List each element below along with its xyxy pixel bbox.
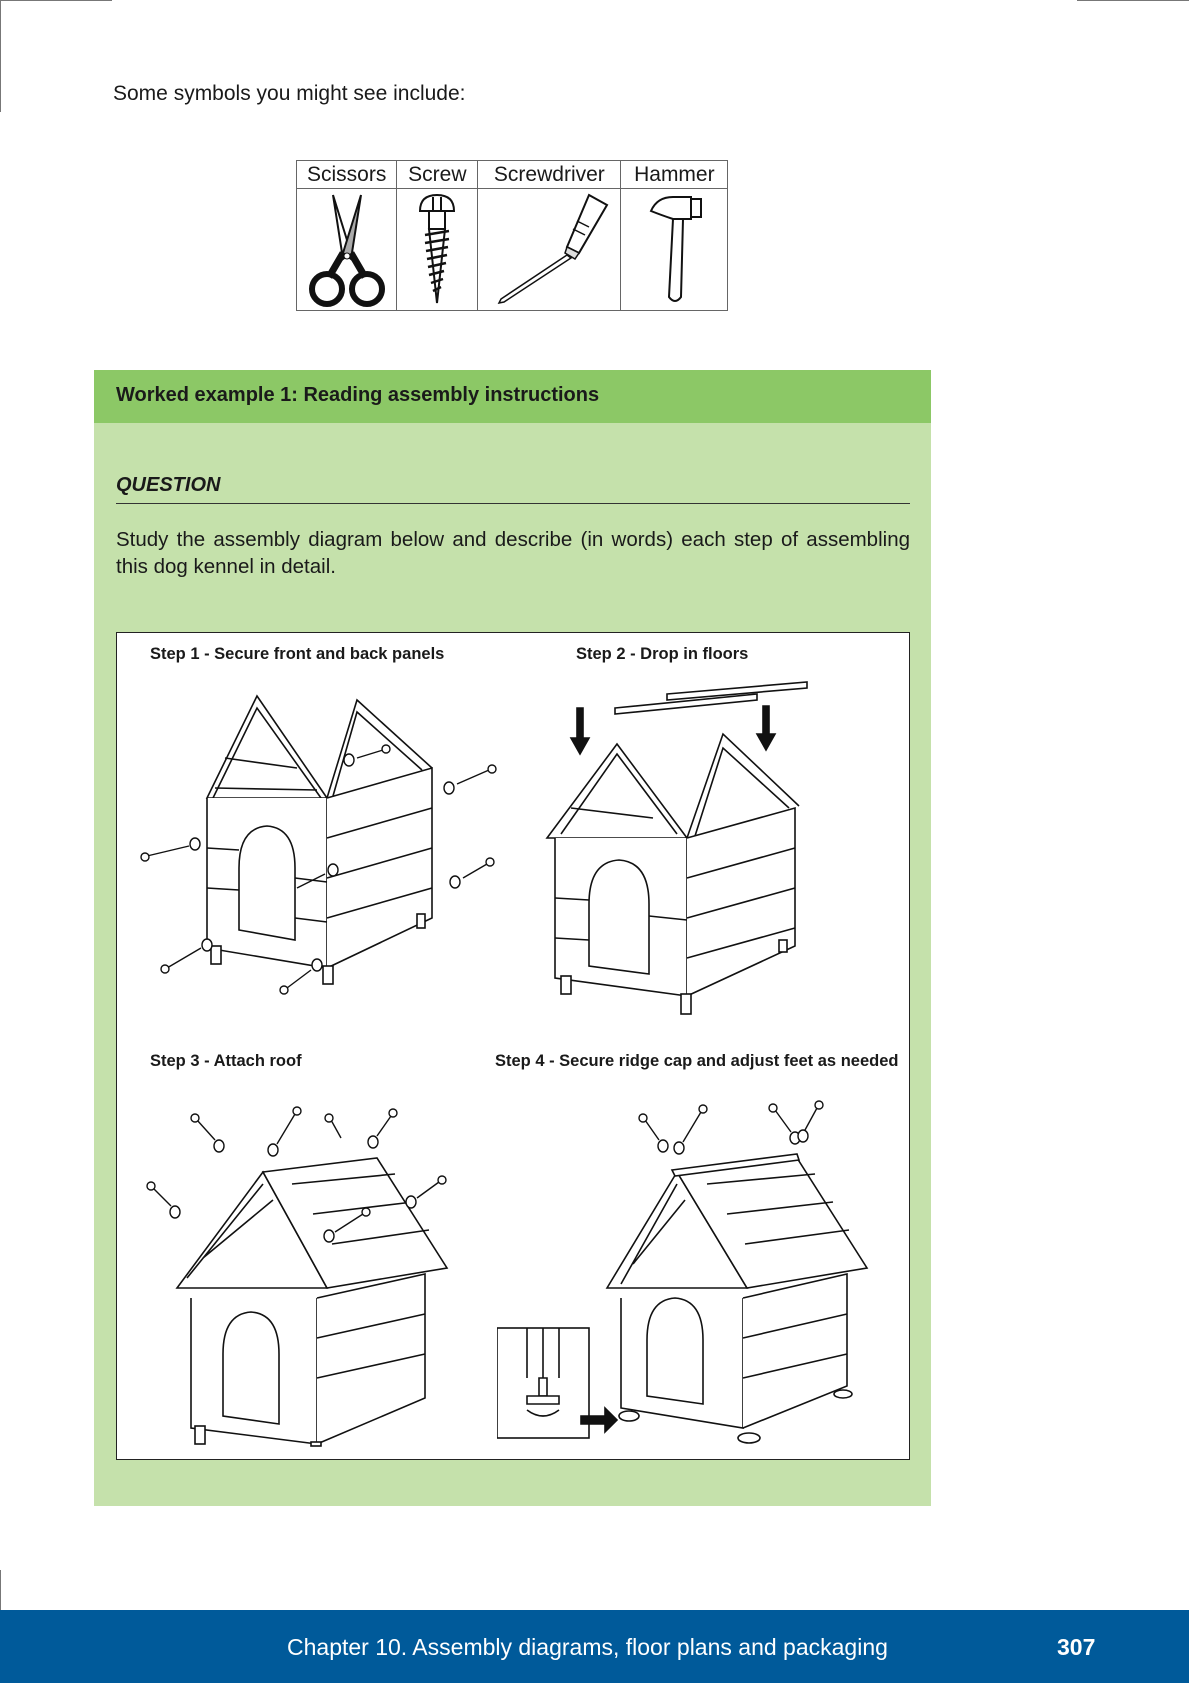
crop-mark [0,0,112,1]
symbol-cell-hammer [620,188,729,311]
page-number: 307 [1057,1634,1096,1660]
step-3-kennel-drawing [146,1106,449,1447]
step-2-kennel-drawing [545,681,808,1015]
crop-mark [0,1570,1,1610]
symbol-header-hammer: Hammer [620,160,729,189]
worked-example-header: Worked example 1: Reading assembly instr… [94,370,931,423]
step-1-kennel-drawing [140,694,497,995]
symbol-cell-screw [396,188,479,311]
scissors-icon [308,194,385,307]
symbol-header-scissors: Scissors [295,160,398,189]
assembly-diagram: Step 1 - Secure front and back panels St… [116,632,910,1460]
question-text: Study the assembly diagram below and des… [116,528,910,578]
chapter-title: Chapter 10. Assembly diagrams, floor pla… [287,1634,888,1660]
hammer-icon [650,195,703,302]
step-4-label: Step 4 - Secure ridge cap and adjust fee… [495,1052,899,1070]
screw-icon [419,193,456,303]
symbol-header-screwdriver: Screwdriver [477,160,622,189]
question-heading: QUESTION [116,474,221,496]
worked-example-box: Worked example 1: Reading assembly instr… [94,370,931,1506]
question-rule [116,503,910,504]
step-1-label: Step 1 - Secure front and back panels [150,645,445,663]
symbols-table: Scissors Screw Screwdriver Hammer [295,160,729,311]
worked-example-title: Worked example 1: Reading assembly instr… [116,384,600,406]
symbol-cell-screwdriver [477,188,622,311]
page-footer: Chapter 10. Assembly diagrams, floor pla… [0,1610,1189,1683]
intro-text: Some symbols you might see include: [113,82,466,105]
crop-mark [1077,0,1189,1]
step-3-label: Step 3 - Attach roof [150,1052,302,1070]
step-2-label: Step 2 - Drop in floors [576,645,749,663]
step-4-kennel-drawing [497,1100,869,1444]
screwdriver-icon [498,193,609,304]
symbol-header-screw: Screw [396,160,479,189]
symbol-cell-scissors [295,188,398,311]
crop-mark [0,0,1,112]
